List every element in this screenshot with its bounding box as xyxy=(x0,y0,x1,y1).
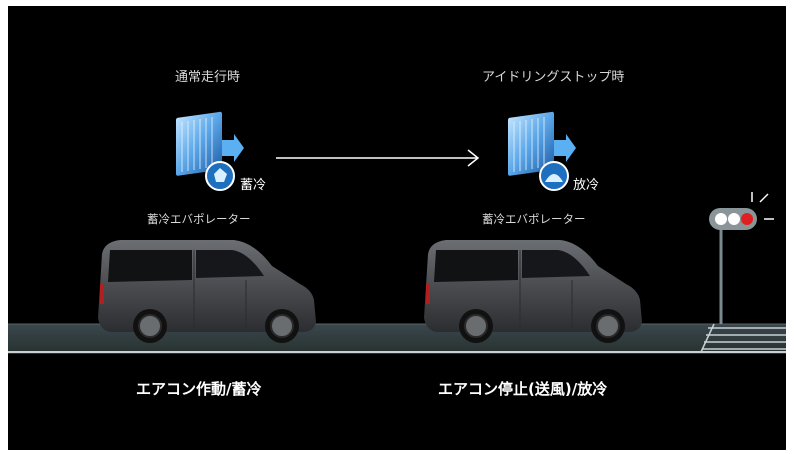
rear-wheel xyxy=(459,309,493,343)
van-icon xyxy=(424,240,642,343)
front-wheel xyxy=(265,309,299,343)
rear-wheel xyxy=(133,309,167,343)
van-icon xyxy=(98,240,316,343)
right-device-label: 蓄冷エバポレーター xyxy=(482,212,586,226)
diagram-graphics xyxy=(8,111,786,354)
right-heading: アイドリングストップ時 xyxy=(482,70,625,85)
evaporator-icon xyxy=(176,111,244,191)
left-action-label: 蓄冷 xyxy=(240,178,267,193)
right-action-label: 放冷 xyxy=(573,178,600,193)
front-wheel xyxy=(591,309,625,343)
diagram-frame: 通常走行時 アイドリングストップ時 蓄冷 放冷 蓄冷エバポレーター 蓄冷エバポレ… xyxy=(8,6,786,450)
crosswalk xyxy=(700,323,786,353)
traffic-signal-icon xyxy=(709,192,774,324)
left-caption: エアコン作動/蓄冷 xyxy=(136,380,262,398)
right-caption: エアコン停止(送風)/放冷 xyxy=(438,380,608,398)
left-device-label: 蓄冷エバポレーター xyxy=(147,212,251,226)
right-arrow-icon xyxy=(276,149,480,167)
evaporator-icon xyxy=(508,111,576,191)
left-heading: 通常走行時 xyxy=(175,70,241,85)
